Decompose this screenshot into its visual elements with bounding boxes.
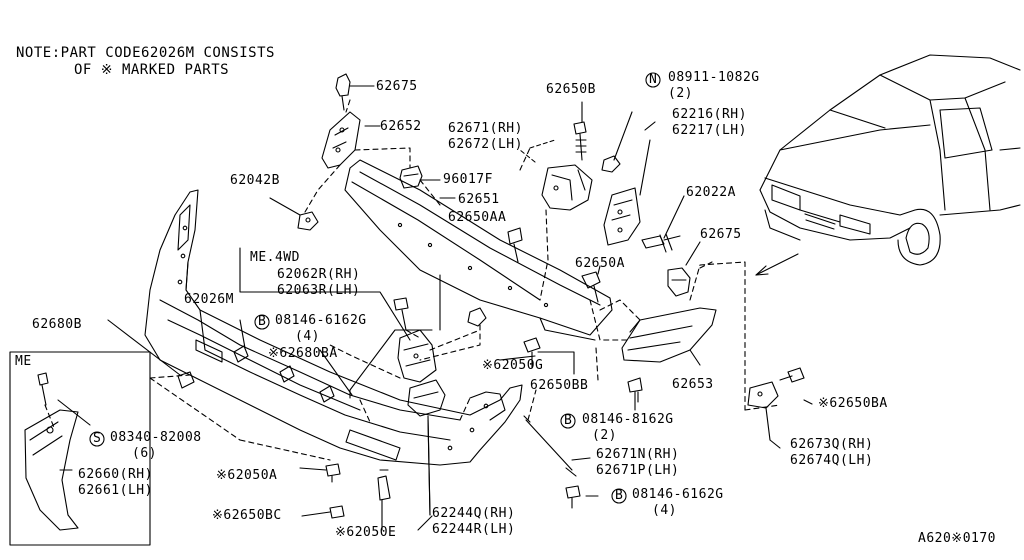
vehicle-illustration: [755, 54, 1021, 276]
label-62062R-rh: 62062R(RH): [277, 267, 361, 282]
nut-08911-1082G: [601, 111, 633, 173]
bolt-62650BB: [627, 377, 643, 411]
label-62650A: 62650A: [575, 256, 625, 271]
bolt-62650A: [581, 271, 601, 303]
label-62651: 62651: [458, 192, 500, 207]
marker-N: N: [649, 72, 658, 87]
label-62650BB: 62650BB: [530, 378, 589, 393]
bolt-62650BA: [779, 367, 805, 383]
note-line-2: OF ※ MARKED PARTS: [74, 62, 230, 78]
label-62022A: 62022A: [686, 185, 736, 200]
label-62680B: 62680B: [32, 317, 82, 332]
label-62050E: ※62050E: [335, 525, 397, 540]
clip-62680B: [177, 371, 195, 389]
clip-62050E: [377, 469, 391, 501]
label-62650BA: ※62650BA: [818, 396, 888, 411]
label-me4wd: ME.4WD: [250, 250, 300, 265]
front-bumper-62026M: [144, 189, 523, 466]
label-62650B: 62650B: [546, 82, 596, 97]
assembly-lines: [44, 99, 781, 461]
label-62652: 62652: [380, 119, 422, 134]
label-62217-lh: 62217(LH): [672, 123, 747, 138]
bolt-62650AA: [507, 227, 523, 263]
reinforcement-62651: [344, 159, 613, 341]
marker-B-3: B: [615, 488, 624, 503]
diagram-code: A620※0170: [918, 531, 997, 546]
marker-S: S: [93, 431, 102, 446]
label-62650BC: ※62650BC: [212, 508, 282, 523]
label-bolt1-qty: (4): [295, 329, 320, 344]
label-62675-right: 62675: [700, 227, 742, 242]
label-nut-code: 08911-1082G: [668, 70, 760, 85]
bolt-62050G: [523, 337, 541, 369]
label-62673Q-rh: 62673Q(RH): [790, 437, 874, 452]
label-62050G: ※62050G: [482, 358, 544, 373]
label-62671N-rh: 62671N(RH): [596, 447, 680, 462]
label-nut-qty: (2): [668, 86, 693, 101]
label-62216-rh: 62216(RH): [672, 107, 747, 122]
label-62650AA: 62650AA: [448, 210, 507, 225]
marker-B-2: B: [564, 413, 573, 428]
clip-62675-right: [667, 267, 691, 297]
label-62063R-lh: 62063R(LH): [277, 283, 361, 298]
label-96017F: 96017F: [443, 172, 493, 187]
upper-left-bracket-62652: [321, 73, 361, 169]
bracket-62062R: [397, 329, 437, 383]
label-screw-qty: (6): [132, 446, 157, 461]
stay-62244Q: [407, 379, 446, 516]
label-62680BA: ※62680BA: [268, 346, 338, 361]
label-bolt3-qty: (4): [652, 503, 677, 518]
label-bolt2-code: 08146-8162G: [582, 412, 674, 427]
side-bracket-62216: [603, 139, 651, 246]
nut-62042B: [269, 197, 319, 231]
label-62674Q-lh: 62674Q(LH): [790, 453, 874, 468]
clip-96017F: [399, 165, 423, 189]
leader-lines: [57, 85, 813, 531]
bracket-62673Q: [747, 381, 779, 441]
label-62661-lh: 62661(LH): [78, 483, 153, 498]
label-screw-code: 08340-82008: [110, 430, 202, 445]
center-bracket-62671: [519, 139, 593, 211]
marker-circles: [89, 72, 661, 504]
label-62050A: ※62050A: [216, 468, 278, 483]
label-62653: 62653: [672, 377, 714, 392]
label-bolt2-qty: (2): [592, 428, 617, 443]
bolt-62022A: [641, 233, 681, 253]
me-inset-box: [9, 351, 151, 546]
marker-B-1: B: [258, 314, 267, 329]
label-62042B: 62042B: [230, 173, 280, 188]
label-62244R-lh: 62244R(LH): [432, 522, 516, 537]
label-62672-lh: 62672(LH): [448, 137, 523, 152]
label-bolt1-code: 08146-6162G: [275, 313, 367, 328]
rod-62671N: [523, 415, 577, 477]
label-62671P-lh: 62671P(LH): [596, 463, 680, 478]
bolt-62650B: [573, 121, 587, 161]
label-62244Q-rh: 62244Q(RH): [432, 506, 516, 521]
label-bolt3-code: 08146-6162G: [632, 487, 724, 502]
clip-62680BA: [467, 307, 487, 327]
bolt-62050A: [325, 463, 341, 483]
bolt-08146-6162G-lower: [565, 485, 581, 509]
label-62026M: 62026M: [184, 292, 234, 307]
bolt-62650BC: [329, 505, 345, 519]
label-62671-rh: 62671(RH): [448, 121, 523, 136]
label-me: ME: [15, 354, 32, 369]
note-line-1: NOTE:PART CODE62026M CONSISTS: [16, 45, 275, 61]
label-62660-rh: 62660(RH): [78, 467, 153, 482]
label-62675-top: 62675: [376, 79, 418, 94]
bolt-08146-6162G-upper: [393, 297, 409, 331]
